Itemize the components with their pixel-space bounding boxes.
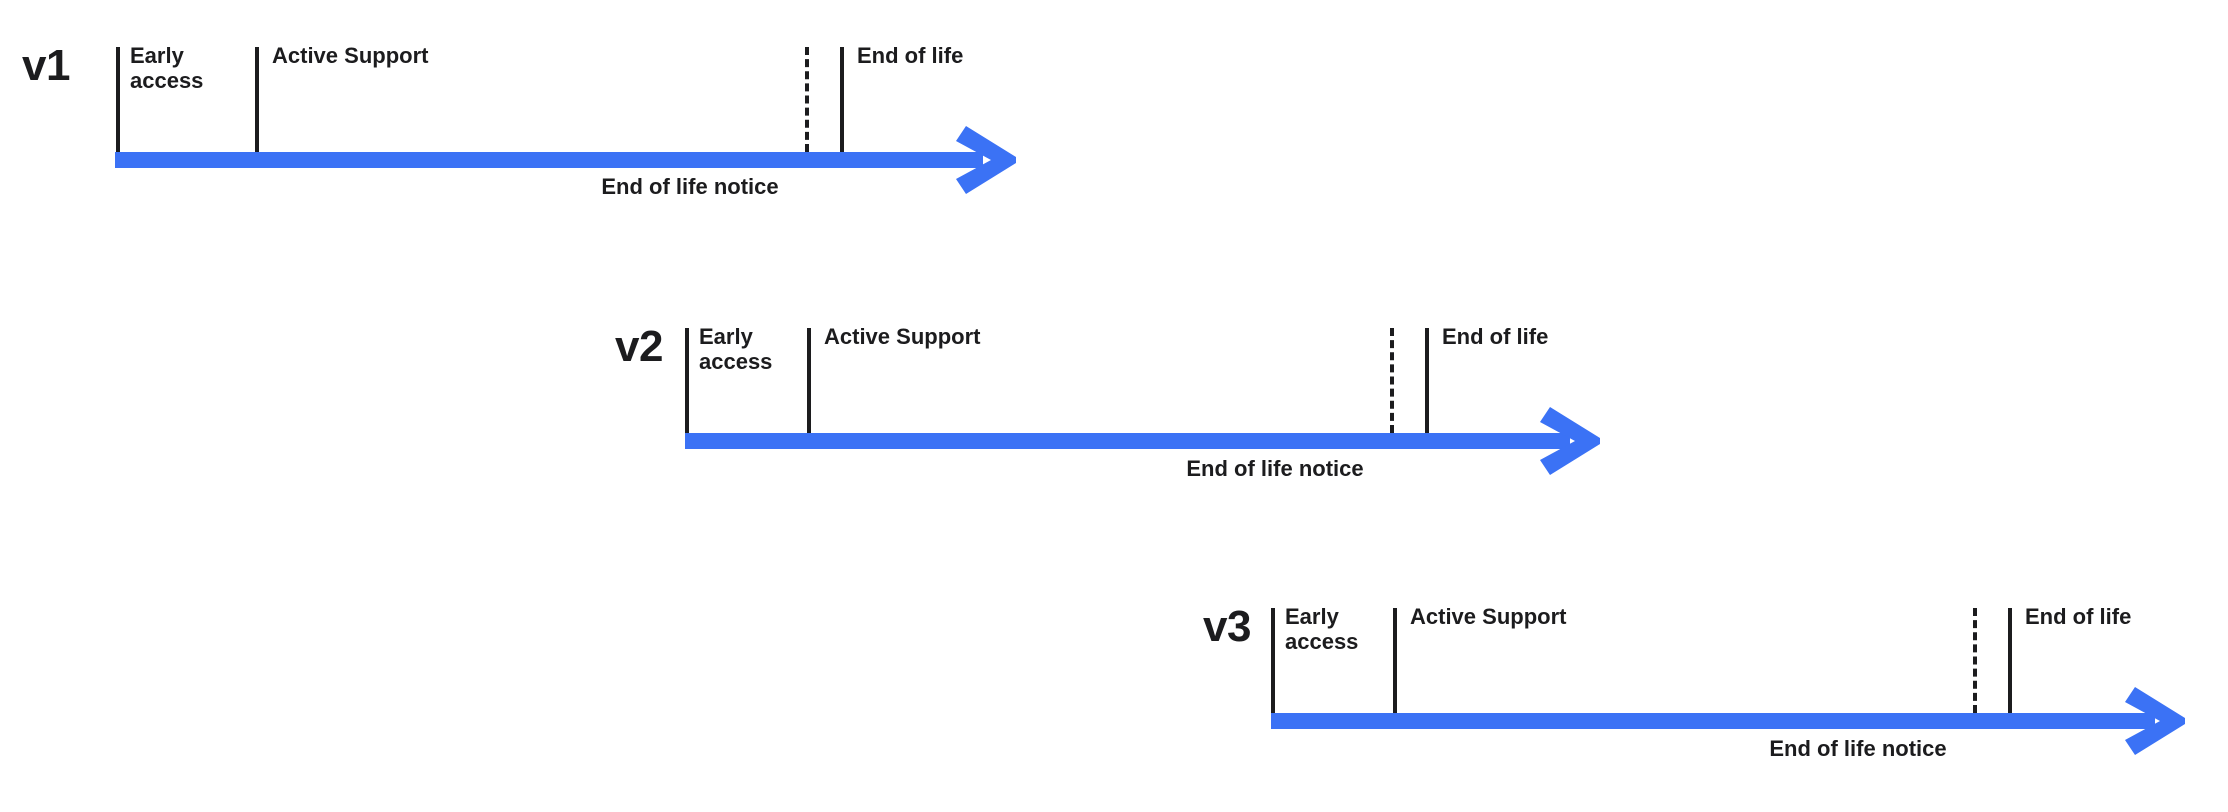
timeline-arrow-head-v1 bbox=[956, 126, 1020, 194]
phase-divider-eol-notice-v3 bbox=[1973, 608, 1977, 713]
phase-divider-end-of-life-v2 bbox=[1425, 328, 1429, 433]
phase-label-active-support-v2: Active Support bbox=[824, 324, 981, 349]
phase-divider-end-of-life-v3 bbox=[2008, 608, 2012, 713]
version-label-v1: v1 bbox=[22, 41, 70, 90]
phase-label-early-access-v2: Early access bbox=[699, 324, 773, 374]
phase-label-early-access-v1: Early access bbox=[130, 43, 204, 93]
phase-label-end-of-life-v1: End of life bbox=[857, 43, 964, 68]
bar-caption-end-of-life-notice-v3: End of life notice bbox=[1769, 736, 1947, 761]
phase-divider-start-v2 bbox=[685, 328, 689, 433]
phase-divider-start-v1 bbox=[116, 47, 120, 152]
timeline-arrow-head-v3 bbox=[2125, 687, 2189, 755]
timeline-bar-v1 bbox=[115, 152, 983, 168]
phase-label-early-access-v3: Early access bbox=[1285, 604, 1359, 654]
phase-divider-active-support-v2 bbox=[807, 328, 811, 433]
phase-divider-active-support-v3 bbox=[1393, 608, 1397, 713]
phase-divider-active-support-v1 bbox=[255, 47, 259, 152]
timeline-bar-v2 bbox=[685, 433, 1570, 449]
phase-label-active-support-v1: Active Support bbox=[272, 43, 429, 68]
timeline-bar-v3 bbox=[1271, 713, 2155, 729]
bar-caption-end-of-life-notice-v1: End of life notice bbox=[601, 174, 779, 199]
phase-divider-start-v3 bbox=[1271, 608, 1275, 713]
bar-caption-end-of-life-notice-v2: End of life notice bbox=[1186, 456, 1364, 481]
phase-divider-eol-notice-v2 bbox=[1390, 328, 1394, 433]
version-label-v3: v3 bbox=[1203, 602, 1251, 651]
phase-label-end-of-life-v3: End of life bbox=[2025, 604, 2132, 629]
phase-label-active-support-v3: Active Support bbox=[1410, 604, 1567, 629]
phase-divider-end-of-life-v1 bbox=[840, 47, 844, 152]
phase-label-end-of-life-v2: End of life bbox=[1442, 324, 1549, 349]
phase-divider-eol-notice-v1 bbox=[805, 47, 809, 152]
version-label-v2: v2 bbox=[615, 322, 663, 371]
timeline-arrow-head-v2 bbox=[1540, 407, 1604, 475]
